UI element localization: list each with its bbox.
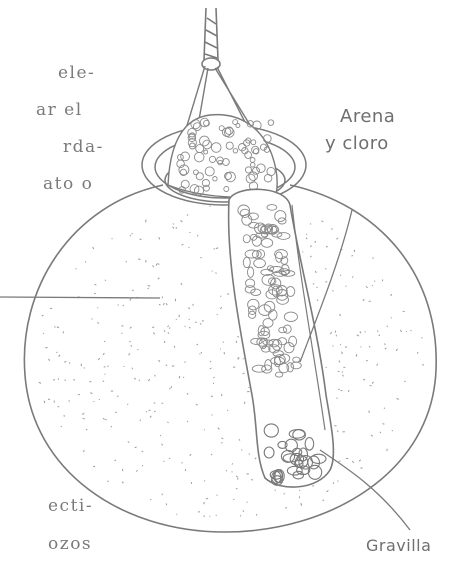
rope [204,8,218,60]
side-text-5: ecti- [48,496,93,516]
label-y-cloro: y cloro [325,133,389,154]
side-text-2: ar el [36,100,83,120]
side-text-3: rda- [63,137,104,157]
side-text-1: ele- [58,63,95,83]
side-text-4: ato o [43,174,93,194]
label-gravilla: Gravilla [366,536,431,555]
side-text-6: ozos [48,534,92,554]
label-arena: Arena [340,106,395,127]
